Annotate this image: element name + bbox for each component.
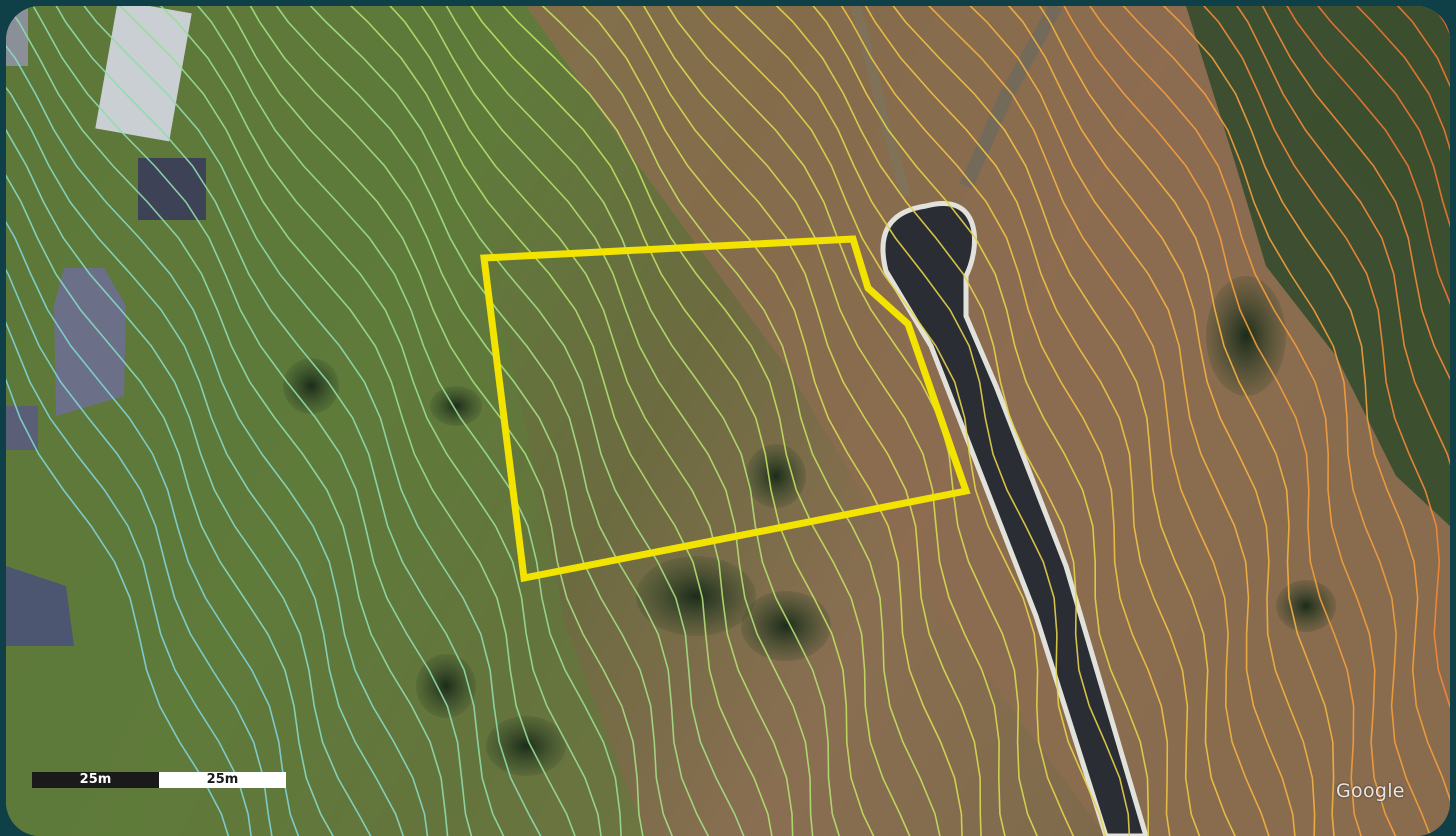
contour-line <box>196 6 622 836</box>
contour-line <box>1202 6 1450 709</box>
contour-line <box>249 6 674 836</box>
contour-line <box>309 6 745 836</box>
contour-line <box>1007 6 1316 836</box>
contour-line <box>470 6 875 836</box>
contour-line <box>541 6 941 836</box>
contour-line <box>6 321 252 836</box>
contour-line <box>1317 6 1450 228</box>
scale-bar: 25m 25m <box>32 772 286 788</box>
scale-bar-segment-2: 25m <box>159 772 286 788</box>
contour-line <box>812 6 1150 836</box>
forest-right <box>1186 6 1450 526</box>
contour-line <box>1162 6 1450 802</box>
map-frame[interactable]: 25m 25m Google <box>6 6 1450 836</box>
contour-line <box>616 6 982 836</box>
contour-line <box>349 6 773 836</box>
contour-line <box>83 6 542 836</box>
contour-line <box>275 6 710 836</box>
contour-line <box>32 6 473 836</box>
contour-line <box>6 220 300 836</box>
contour-line <box>502 6 911 836</box>
contour-line <box>1261 6 1450 381</box>
contour-line <box>6 174 334 836</box>
contour-line <box>6 268 273 836</box>
contour-line <box>1236 6 1450 466</box>
contour-line <box>1038 6 1335 836</box>
parcel-boundary[interactable] <box>480 235 971 583</box>
contour-line <box>1286 6 1450 306</box>
contour-line <box>159 6 602 836</box>
contour-line <box>1063 6 1362 836</box>
contour-line <box>6 6 449 836</box>
contour-line <box>642 6 1006 836</box>
road <box>880 201 1149 836</box>
contour-line <box>928 6 1270 836</box>
contour-line <box>119 6 576 836</box>
contour-line <box>6 44 429 836</box>
buildings <box>6 6 206 646</box>
contour-line <box>969 6 1296 836</box>
contour-line <box>1355 6 1450 152</box>
contour-line <box>696 6 1075 836</box>
contour-line <box>1089 6 1397 836</box>
dirt-track <box>959 6 1063 189</box>
map-attribution: Google <box>1336 780 1405 802</box>
contour-line <box>734 6 1107 836</box>
contour-line <box>55 6 505 836</box>
contour-line <box>892 6 1236 836</box>
contour-line <box>864 6 1201 836</box>
contour-lines <box>6 6 1450 836</box>
contour-line <box>445 6 841 836</box>
contour-line <box>1122 6 1432 836</box>
satellite-map[interactable] <box>6 6 1450 836</box>
contour-line <box>840 6 1171 836</box>
contour-line <box>6 378 230 836</box>
contour-line <box>775 6 1131 836</box>
scale-bar-segment-1: 25m <box>32 772 159 788</box>
contour-line <box>389 6 794 836</box>
contour-line <box>6 86 405 836</box>
trees <box>283 276 1336 776</box>
contour-line <box>582 6 963 836</box>
contour-line <box>420 6 814 836</box>
contour-line <box>6 128 372 836</box>
